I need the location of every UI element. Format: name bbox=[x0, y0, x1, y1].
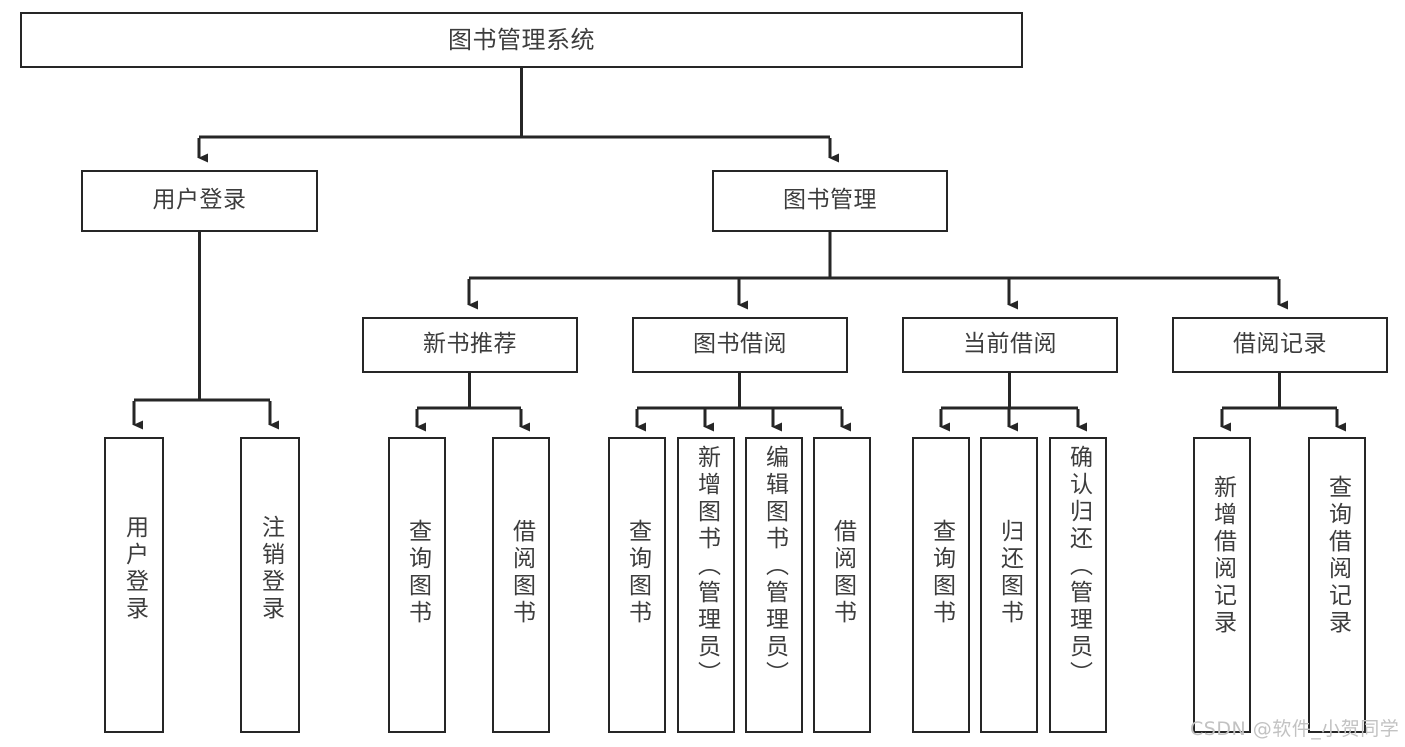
node-borrow-record[interactable]: 借阅记录 bbox=[1172, 317, 1388, 373]
node-label: 编辑图书（管理员） bbox=[761, 445, 788, 688]
node-label: 查询图书 bbox=[404, 519, 431, 627]
csdn-watermark: CSDN @软件_小贺同学 bbox=[1190, 718, 1400, 740]
node-leaf-add-book[interactable]: 新增图书（管理员） bbox=[677, 437, 735, 733]
node-label: 借阅记录 bbox=[1233, 331, 1327, 358]
node-leaf-borrow-book[interactable]: 借阅图书 bbox=[813, 437, 871, 733]
node-label: 注销登录 bbox=[257, 515, 284, 623]
node-label: 用户登录 bbox=[152, 187, 247, 214]
node-label: 图书管理 bbox=[783, 187, 877, 214]
node-label: 确认归还（管理员） bbox=[1065, 445, 1092, 688]
node-leaf-borrow-book-recommend[interactable]: 借阅图书 bbox=[492, 437, 550, 733]
node-label: 归还图书 bbox=[996, 519, 1023, 627]
node-leaf-confirm-return[interactable]: 确认归还（管理员） bbox=[1049, 437, 1107, 733]
node-leaf-logout-login[interactable]: 注销登录 bbox=[240, 437, 300, 733]
node-leaf-edit-book[interactable]: 编辑图书（管理员） bbox=[745, 437, 803, 733]
node-leaf-add-borrow-record[interactable]: 新增借阅记录 bbox=[1193, 437, 1251, 733]
node-leaf-query-book-current[interactable]: 查询图书 bbox=[912, 437, 970, 733]
node-label: 新书推荐 bbox=[423, 331, 517, 358]
node-leaf-user-login[interactable]: 用户登录 bbox=[104, 437, 164, 733]
node-new-book-recommend[interactable]: 新书推荐 bbox=[362, 317, 578, 373]
node-label: 图书管理系统 bbox=[448, 25, 595, 54]
node-leaf-query-book-recommend[interactable]: 查询图书 bbox=[388, 437, 446, 733]
node-label: 查询图书 bbox=[624, 519, 651, 627]
node-book-management[interactable]: 图书管理 bbox=[712, 170, 948, 232]
node-label: 当前借阅 bbox=[963, 331, 1057, 358]
node-book-borrow[interactable]: 图书借阅 bbox=[632, 317, 848, 373]
node-label: 新增图书（管理员） bbox=[693, 445, 720, 688]
node-leaf-query-book-borrow[interactable]: 查询图书 bbox=[608, 437, 666, 733]
node-label: 新增借阅记录 bbox=[1209, 475, 1236, 637]
node-label: 借阅图书 bbox=[508, 519, 535, 627]
node-user-login[interactable]: 用户登录 bbox=[81, 170, 318, 232]
node-leaf-return-book[interactable]: 归还图书 bbox=[980, 437, 1038, 733]
node-leaf-query-borrow-record[interactable]: 查询借阅记录 bbox=[1308, 437, 1366, 733]
node-root-book-management-system[interactable]: 图书管理系统 bbox=[20, 12, 1023, 68]
node-label: 查询借阅记录 bbox=[1324, 475, 1351, 637]
node-label: 用户登录 bbox=[121, 515, 148, 623]
node-label: 查询图书 bbox=[928, 519, 955, 627]
node-current-borrow[interactable]: 当前借阅 bbox=[902, 317, 1118, 373]
node-label: 图书借阅 bbox=[693, 331, 787, 358]
node-label: 借阅图书 bbox=[829, 519, 856, 627]
